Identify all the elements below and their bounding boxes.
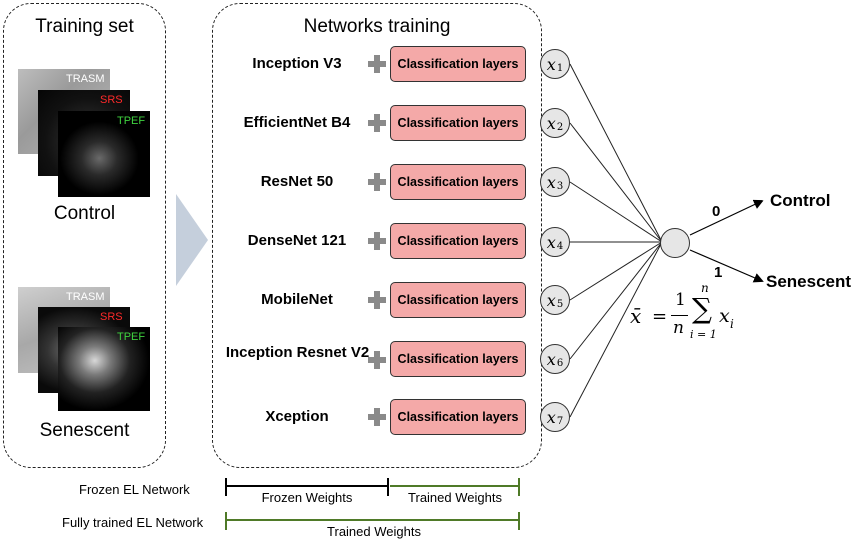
- arrow-to-senescent: [689, 249, 764, 283]
- classification-layers-box: Classification layers: [390, 282, 526, 318]
- plus-icon: [367, 54, 387, 74]
- frozen-weights-label: Frozen Weights: [261, 490, 353, 505]
- output-label-senescent: Senescent: [766, 272, 852, 291]
- tpef-label: TPEF: [117, 331, 146, 343]
- formula-eq: =: [652, 306, 668, 327]
- trasm-label: TRASM: [66, 291, 105, 303]
- plus-icon: [367, 231, 387, 251]
- classification-layers-box: Classification layers: [390, 223, 526, 259]
- fully-trained-network-bar: [225, 512, 520, 530]
- plus-icon: [367, 113, 387, 133]
- classification-layers-box: Classification layers: [390, 46, 526, 82]
- training-set-panel: [3, 3, 166, 468]
- arrow-to-control: [689, 199, 764, 236]
- formula-term: x: [719, 305, 730, 327]
- plus-icon: [367, 172, 387, 192]
- formula-upper: n: [701, 281, 709, 295]
- classification-layers-box: Classification layers: [390, 399, 526, 435]
- fully-trained-network-label: Fully trained EL Network: [62, 515, 204, 530]
- network-name: Inception Resnet V2: [225, 344, 370, 361]
- plus-icon: [367, 290, 387, 310]
- control-caption: Control: [53, 203, 116, 224]
- trasm-label: TRASM: [66, 73, 105, 85]
- formula-den: n: [673, 318, 684, 338]
- srs-label: SRS: [100, 94, 123, 106]
- output-label-control: Control: [770, 191, 831, 210]
- network-name: MobileNet: [261, 291, 333, 308]
- formula-num: 1: [675, 290, 686, 310]
- flow-arrow-icon: [176, 194, 208, 286]
- ensemble-node: [660, 228, 690, 258]
- srs-label: SRS: [100, 311, 123, 323]
- networks-training-title: Networks training: [303, 16, 451, 37]
- training-set-title: Training set: [35, 16, 134, 37]
- network-name: DenseNet 121: [247, 232, 347, 249]
- tpef-label: TPEF: [117, 115, 146, 127]
- network-name: Inception V3: [252, 55, 342, 72]
- network-name: ResNet 50: [260, 173, 334, 190]
- formula-lower: i = 1: [690, 328, 717, 341]
- fully-trained-weights-label: Trained Weights: [327, 524, 421, 539]
- output-bit-senescent: 1: [714, 264, 723, 281]
- classification-layers-box: Classification layers: [390, 341, 526, 377]
- formula-sum: ∑: [692, 292, 712, 325]
- tpef-image: [58, 111, 150, 197]
- classification-layers-box: Classification layers: [390, 164, 526, 200]
- senescent-caption: Senescent: [39, 420, 130, 441]
- averaging-formula: x̄ = 1 n n ∑ i = 1 x i: [626, 281, 736, 350]
- fraction-bar: [671, 315, 688, 317]
- network-name: EfficientNet B4: [243, 114, 351, 131]
- formula-lhs: x̄: [630, 304, 642, 328]
- plus-icon: [367, 407, 387, 427]
- output-bit-control: 0: [712, 203, 721, 220]
- frozen-network-bar: [225, 478, 520, 496]
- trained-weights-label: Trained Weights: [408, 490, 502, 505]
- frozen-network-label: Frozen EL Network: [79, 482, 190, 497]
- tpef-image: [58, 327, 150, 411]
- formula-term-sub: i: [730, 317, 734, 331]
- classification-layers-box: Classification layers: [390, 105, 526, 141]
- plus-icon: [367, 350, 387, 370]
- network-name: Xception: [265, 408, 329, 425]
